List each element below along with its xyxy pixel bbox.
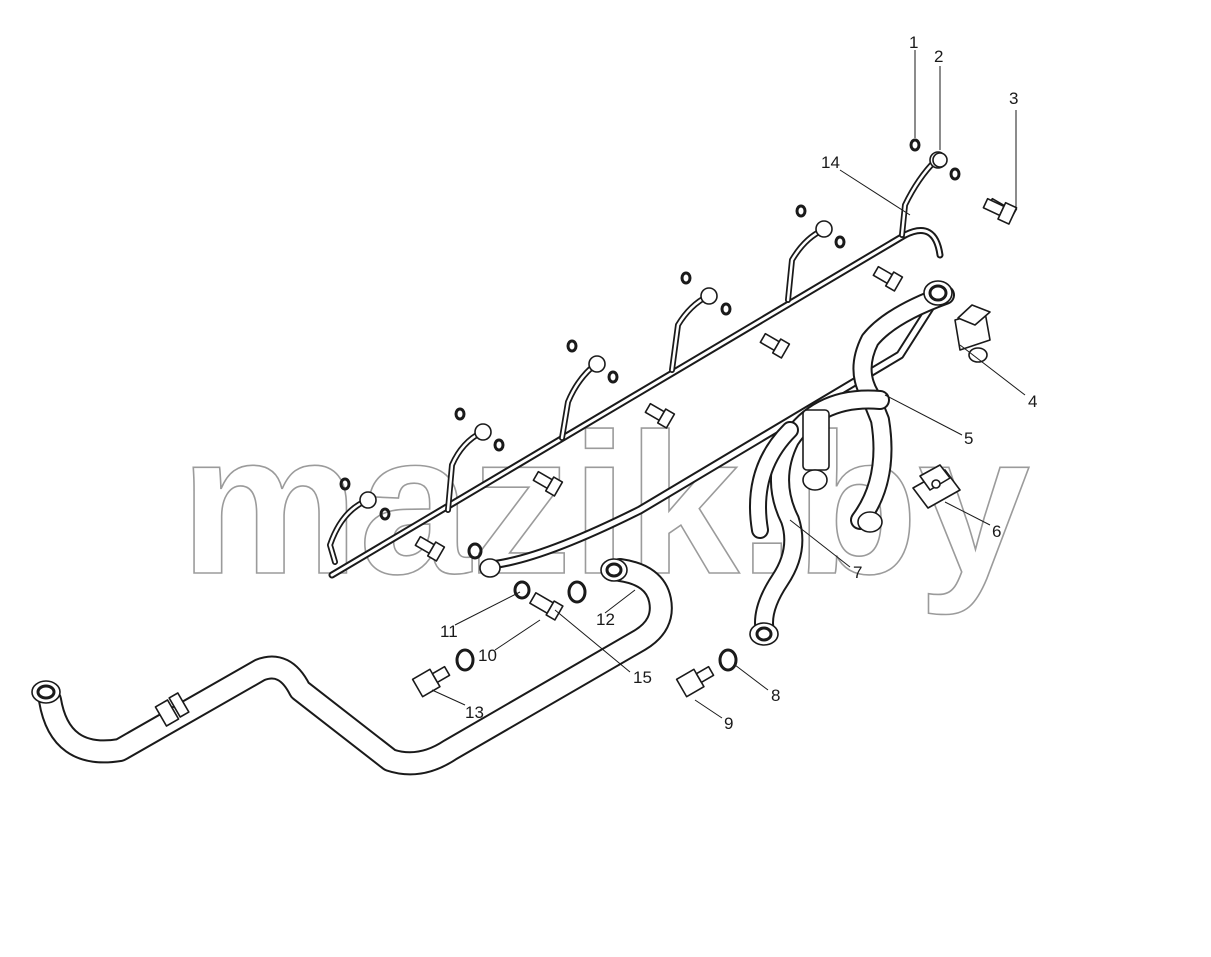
banjo-bolt-9	[675, 665, 715, 698]
washer-11	[513, 580, 531, 600]
callout-1: 1	[909, 33, 918, 52]
fuel-rail	[328, 227, 944, 579]
callout-8: 8	[771, 686, 780, 705]
callout-4: 4	[1028, 392, 1037, 411]
callout-9: 9	[724, 714, 733, 733]
tee-fitting	[954, 304, 991, 363]
callout-3: 3	[1009, 89, 1018, 108]
fuel-supply-pipe	[31, 558, 673, 776]
callout-6: 6	[992, 522, 1001, 541]
union-nut-2	[932, 152, 948, 168]
s-pipe	[749, 389, 890, 646]
washer-12	[567, 580, 587, 604]
callout-labels: 1 2 3 4 5 6 7 8 9 10 11 12 13 14 15	[440, 33, 1037, 733]
callout-12: 12	[596, 610, 615, 629]
bolt-15	[529, 592, 564, 621]
callout-7: 7	[853, 563, 862, 582]
bolt-3	[982, 197, 1018, 225]
callout-13: 13	[465, 703, 484, 722]
callout-11: 11	[440, 622, 458, 641]
callout-10: 10	[478, 646, 497, 665]
callout-15: 15	[633, 668, 652, 687]
washer-8	[718, 648, 738, 672]
watermark: mazik.by	[180, 393, 1030, 616]
return-line	[467, 295, 940, 578]
banjo-bolt-13	[411, 665, 451, 698]
leader-lines	[431, 50, 1026, 719]
pipe-clamp	[912, 464, 961, 509]
injector-union-nuts	[359, 151, 947, 509]
washer-10	[455, 648, 475, 672]
sealing-washers	[339, 138, 961, 521]
callout-5: 5	[964, 429, 973, 448]
callout-14: 14	[821, 153, 840, 172]
loop-pipe	[850, 280, 955, 533]
callout-2: 2	[934, 47, 943, 66]
